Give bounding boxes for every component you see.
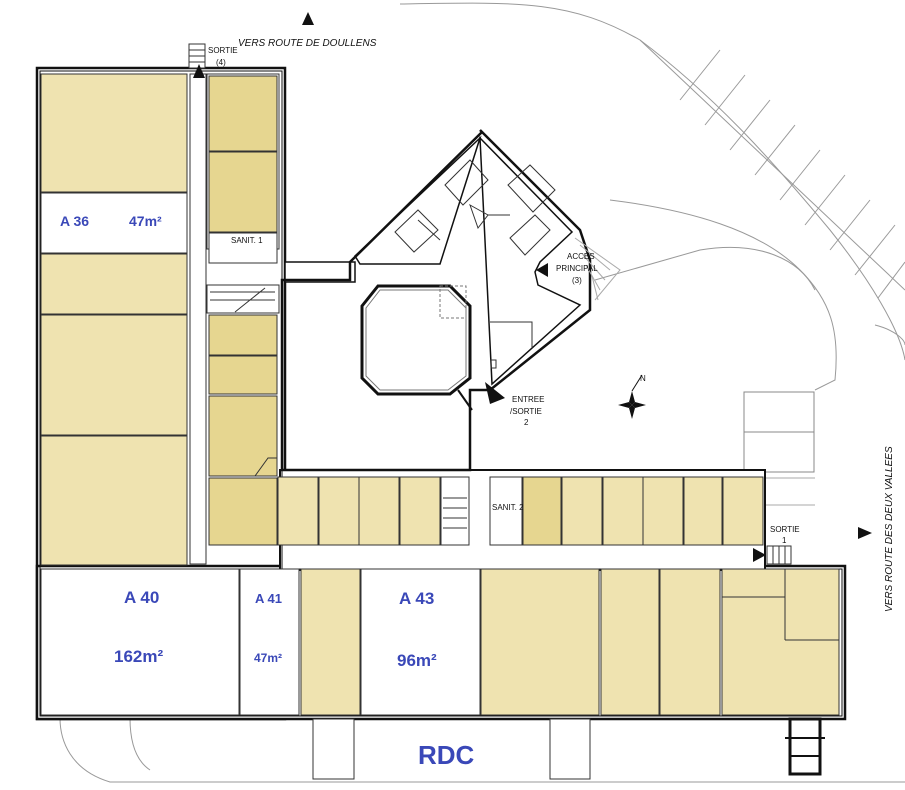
svg-text:(4): (4) bbox=[216, 58, 226, 67]
unit-a43 bbox=[360, 568, 481, 716]
svg-text:ACCES: ACCES bbox=[567, 252, 595, 261]
left-column-lots bbox=[40, 73, 188, 566]
north-road-label: VERS ROUTE DE DOULLENS bbox=[238, 38, 377, 49]
sanit-1-label: SANIT. 1 bbox=[231, 236, 263, 245]
south-annexes bbox=[312, 717, 825, 780]
east-arrow-icon bbox=[858, 527, 872, 539]
svg-text:1: 1 bbox=[782, 536, 787, 545]
svg-text:/SORTIE: /SORTIE bbox=[510, 407, 542, 416]
unit-a43-name: A 43 bbox=[399, 589, 434, 608]
main-access-arrow-icon bbox=[536, 263, 548, 277]
unit-a36 bbox=[40, 192, 188, 254]
bottom-row-lots bbox=[40, 568, 840, 716]
svg-text:PRINCIPAL: PRINCIPAL bbox=[556, 264, 598, 273]
level-label: RDC bbox=[418, 740, 475, 770]
site-outlines bbox=[59, 2, 905, 783]
exit-4-arrow-icon bbox=[193, 64, 205, 78]
entrance-2: ENTREE /SORTIE 2 bbox=[485, 382, 544, 427]
svg-text:2: 2 bbox=[524, 418, 529, 427]
north-arrow-icon bbox=[302, 12, 314, 25]
sanit-2-label: SANIT. 2 bbox=[492, 503, 524, 512]
unit-labels: A 36 47m² A 40 162m² A 41 47m² A 43 96m² bbox=[60, 213, 437, 670]
unit-a41-area: 47m² bbox=[254, 651, 282, 665]
corridor bbox=[189, 73, 207, 565]
svg-text:SORTIE: SORTIE bbox=[208, 46, 238, 55]
exit-1: SORTIE 1 bbox=[753, 525, 800, 565]
svg-text:(3): (3) bbox=[572, 276, 582, 285]
entrance-arrow-icon bbox=[485, 382, 505, 404]
unit-a36-area: 47m² bbox=[129, 213, 162, 229]
unit-a41 bbox=[239, 568, 300, 716]
compass-icon: N bbox=[618, 374, 646, 419]
east-road-label: VERS ROUTE DES DEUX VALLEES bbox=[884, 446, 895, 612]
unit-a40-area: 162m² bbox=[114, 647, 163, 666]
main-access: ACCES PRINCIPAL (3) bbox=[536, 252, 598, 285]
central-block bbox=[280, 129, 621, 472]
unit-a36-name: A 36 bbox=[60, 213, 89, 229]
exit-4: SORTIE (4) bbox=[188, 43, 238, 78]
unit-a40 bbox=[40, 568, 240, 716]
svg-text:N: N bbox=[640, 374, 646, 383]
inner-column-lots bbox=[206, 73, 280, 546]
unit-a41-name: A 41 bbox=[255, 591, 282, 606]
unit-a40-name: A 40 bbox=[124, 588, 159, 607]
middle-row-lots bbox=[277, 476, 764, 546]
svg-text:SORTIE: SORTIE bbox=[770, 525, 800, 534]
unit-a43-area: 96m² bbox=[397, 651, 437, 670]
exit-1-arrow-icon bbox=[753, 548, 766, 562]
svg-text:ENTREE: ENTREE bbox=[512, 395, 544, 404]
